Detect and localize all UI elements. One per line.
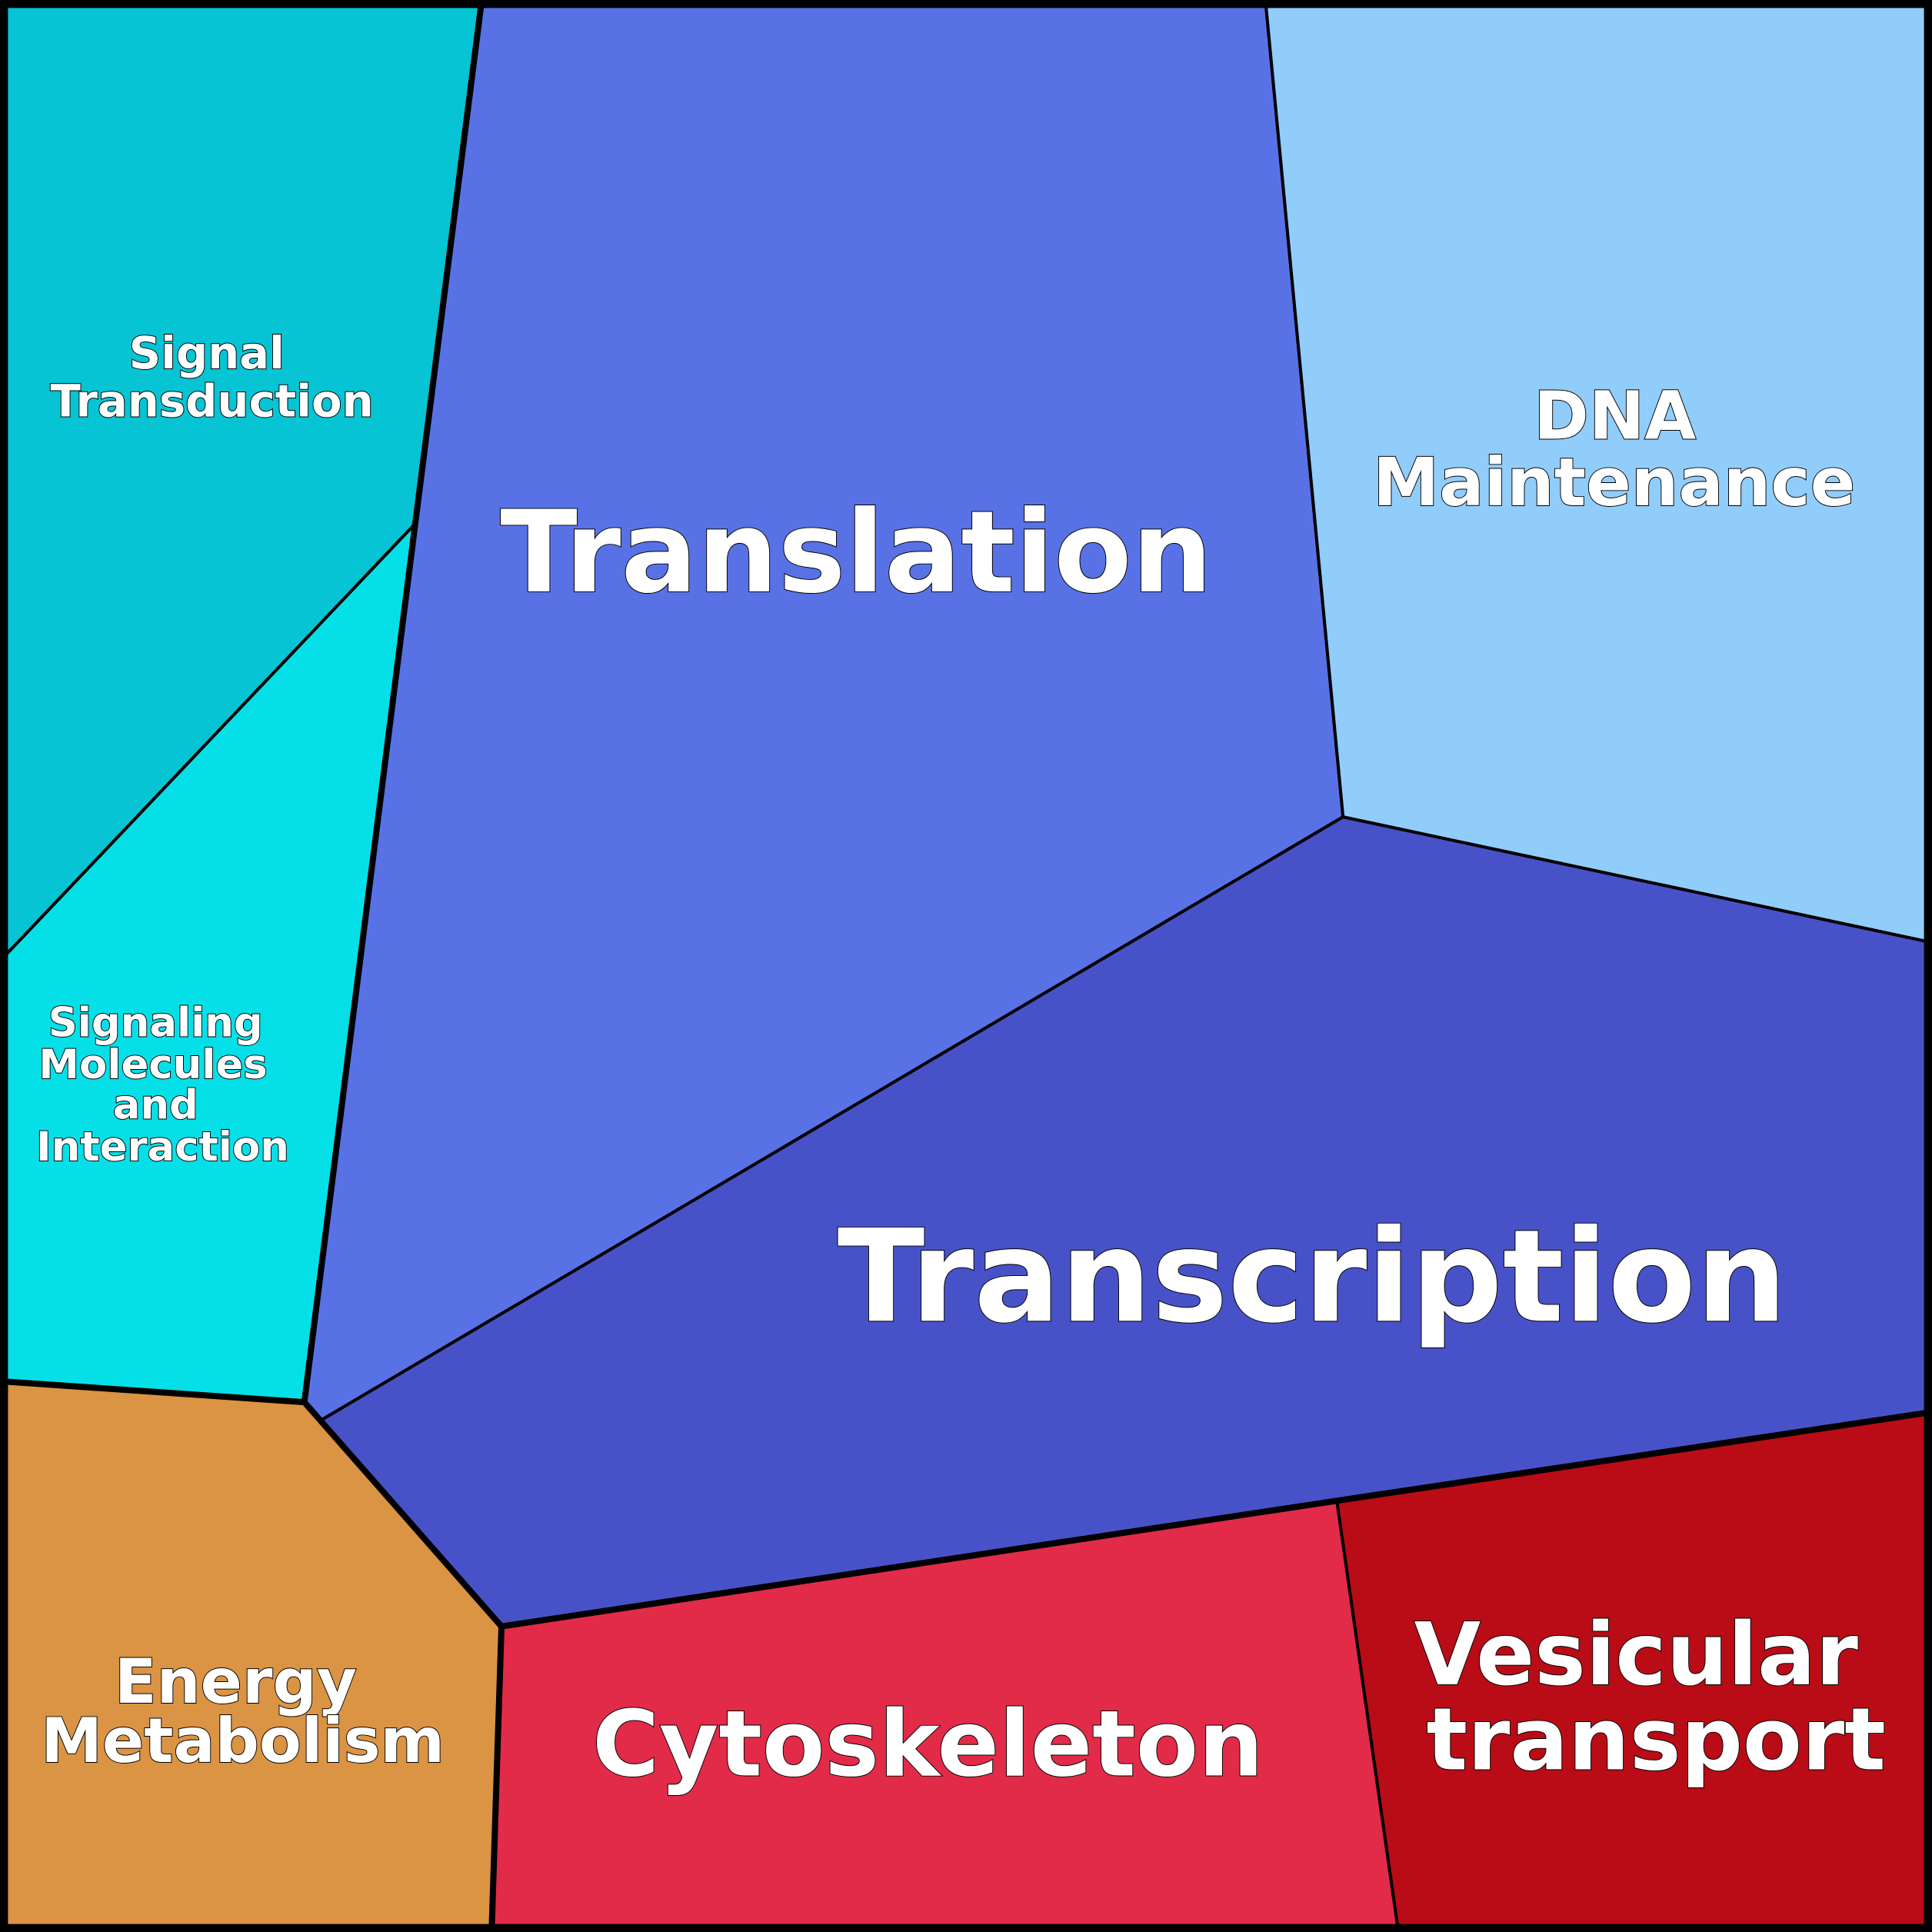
label-translation: Translation: [500, 486, 1212, 618]
label-cytoskeleton: Cytoskeleton: [592, 1691, 1264, 1797]
label-dna-maintenance: DNA Maintenance: [1373, 378, 1855, 521]
cell-dna-maintenance[interactable]: [1264, 0, 1932, 944]
label-vesicular-transport: Vesicular transport: [1414, 1605, 1888, 1790]
group-border: [498, 1408, 1932, 1630]
label-signaling-molecules: Signaling Molecules and Interaction: [36, 999, 289, 1171]
label-energy-metabolism: Energy Metabolism: [41, 1646, 445, 1777]
label-transcription: Transcription: [838, 1202, 1787, 1351]
label-signal-transduction: Signal Transduction: [50, 327, 373, 427]
group-border: [0, 0, 485, 1406]
